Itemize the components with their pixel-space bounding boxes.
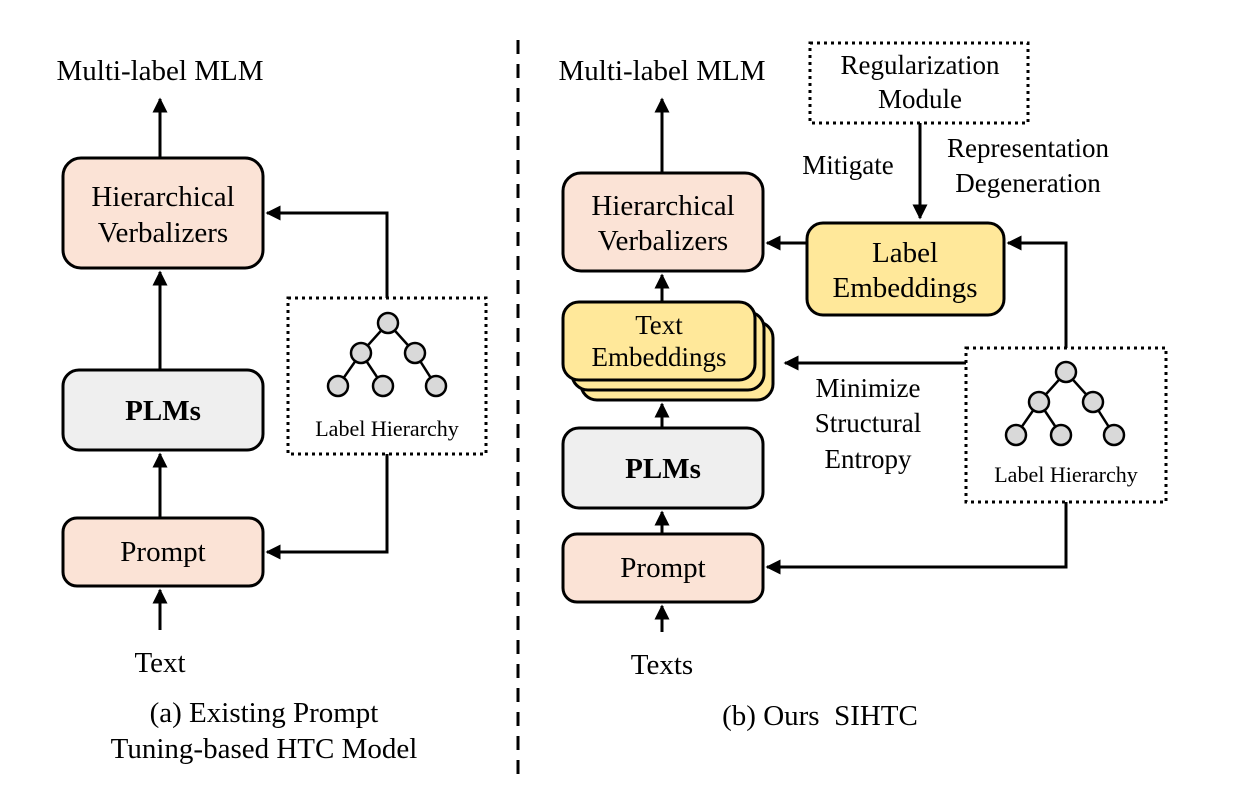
left-plms-box xyxy=(61,368,265,452)
regularization-line2: Module xyxy=(878,84,962,114)
right-verbalizers-line1: Hierarchical xyxy=(591,190,734,222)
right-plms-label: PLMs xyxy=(625,453,701,485)
left-verbalizers-line2: Verbalizers xyxy=(98,217,228,249)
minimize-line3: Entropy xyxy=(825,444,912,474)
left-output-label: Multi-label MLM xyxy=(56,55,263,87)
minimize-line1: Minimize xyxy=(816,373,921,403)
minimize-line2: Structural xyxy=(815,408,921,438)
right-panel: Multi-label MLM Hierarchical Verbalizers… xyxy=(558,41,1168,732)
regularization-module-box xyxy=(808,41,1030,125)
left-input-label: Text xyxy=(134,647,185,679)
left-panel: Multi-label MLM Hierarchical Verbalizers… xyxy=(56,55,488,765)
right-verbalizers-box xyxy=(561,171,765,273)
hierarchy-to-label-embeddings-arrow xyxy=(1006,235,1068,348)
right-prompt-box xyxy=(561,532,765,604)
left-verbalizers-line1: Hierarchical xyxy=(91,181,234,213)
left-hierarchy-to-prompt-arrow xyxy=(265,454,389,560)
left-prompt-label: Prompt xyxy=(120,536,205,568)
representation-line1: Representation xyxy=(947,133,1109,163)
right-label-hierarchy-label: Label Hierarchy xyxy=(994,462,1138,487)
right-output-label: Multi-label MLM xyxy=(558,55,765,87)
right-plms-box xyxy=(561,426,765,510)
right-input-label: Texts xyxy=(631,649,693,681)
right-caption: (b) Ours SIHTC xyxy=(722,700,918,732)
hierarchy-to-prompt-arrow xyxy=(765,502,1068,575)
left-caption-line1: (a) Existing Prompt xyxy=(150,697,379,729)
representation-line2: Degeneration xyxy=(955,168,1101,198)
left-verbalizers-box xyxy=(61,156,265,270)
left-label-hierarchy-label: Label Hierarchy xyxy=(315,416,459,441)
text-embeddings-line1: Text xyxy=(635,310,683,340)
left-hierarchy-to-verbalizers-arrow xyxy=(265,205,389,298)
mitigate-label: Mitigate xyxy=(802,150,893,180)
text-embeddings-box xyxy=(561,300,757,382)
text-embeddings-line2: Embeddings xyxy=(592,342,727,372)
regularization-line1: Regularization xyxy=(841,50,1000,80)
right-verbalizers-line2: Verbalizers xyxy=(598,225,728,257)
right-prompt-label: Prompt xyxy=(620,552,705,584)
left-caption-line2: Tuning-based HTC Model xyxy=(111,733,418,765)
left-prompt-box xyxy=(61,516,265,588)
label-embeddings-line1: Label xyxy=(872,237,938,269)
label-embeddings-line2: Embeddings xyxy=(833,272,978,304)
label-embeddings-box xyxy=(805,221,1006,317)
left-plms-label: PLMs xyxy=(125,395,201,427)
